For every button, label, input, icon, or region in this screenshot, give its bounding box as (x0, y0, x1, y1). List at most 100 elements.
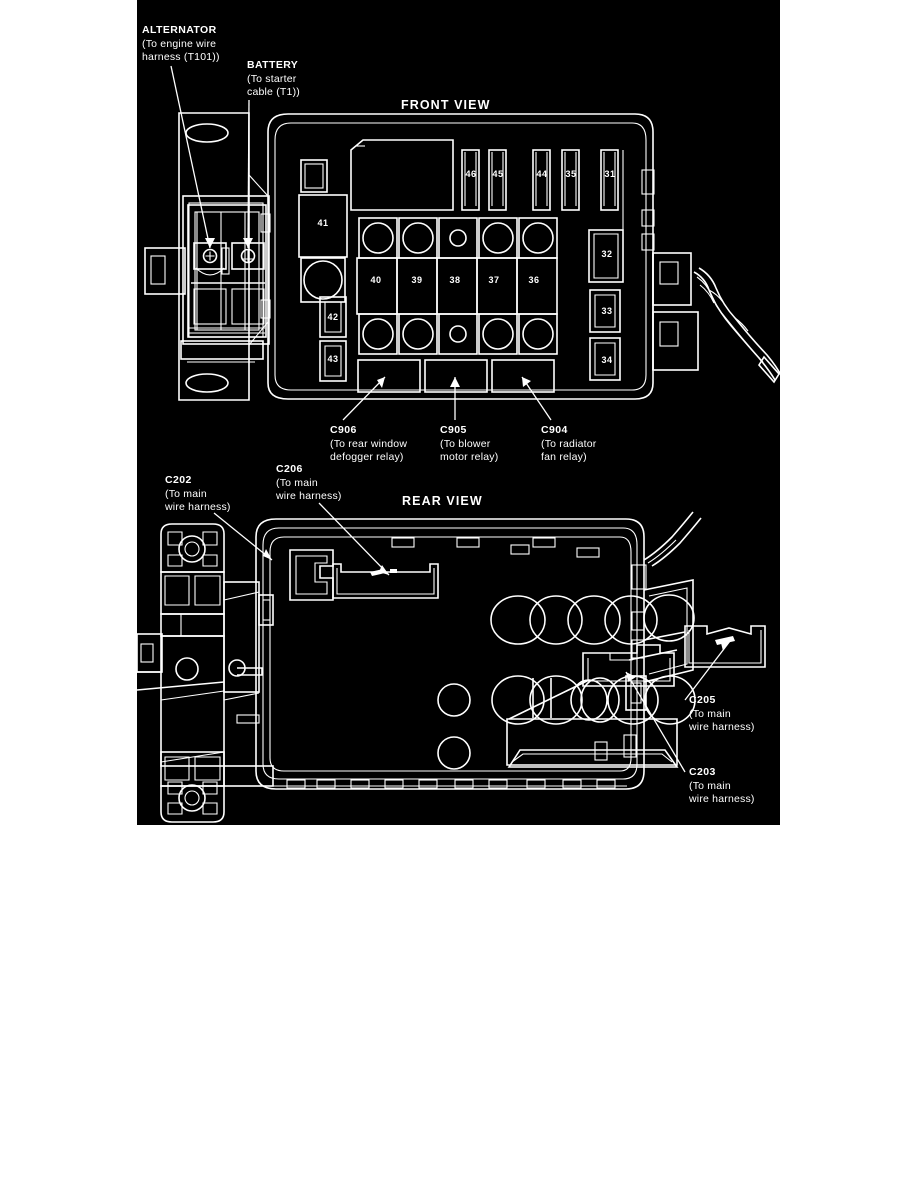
callout-c904-line2: fan relay) (541, 451, 587, 463)
callout-c905-line1: (To blower (440, 438, 491, 450)
rear-connector-c205 (684, 625, 766, 668)
leader-c202 (213, 512, 273, 561)
connector-c904-block (491, 359, 555, 393)
fuse-right-column-group (588, 150, 624, 381)
fuse-top-row (461, 149, 619, 211)
rear-left-connector (289, 549, 334, 601)
front-housing-shell (267, 113, 654, 400)
relay-label-boxes (356, 257, 558, 315)
connector-c906-block (357, 359, 421, 393)
callout-c905-line2: motor relay) (440, 451, 499, 463)
front-right-ports (641, 169, 699, 371)
diagram-artwork (136, 65, 783, 823)
callout-c906-line1: (To rear window (330, 438, 408, 450)
fuse-label-top-1: 45 (492, 169, 504, 179)
leader-c904-arrow (522, 377, 531, 387)
fuse-label-mid-0: 40 (370, 275, 382, 285)
callout-c203-line2: wire harness) (689, 793, 755, 805)
rear-bottom-tabs (272, 779, 627, 789)
leader-c904 (521, 376, 552, 421)
leader-c206-arrow (379, 565, 389, 575)
rear-relay-holes-top (490, 594, 695, 645)
callout-battery-title: BATTERY (247, 59, 299, 71)
rear-view-title: REAR VIEW (402, 494, 483, 508)
leader-c202-arrow (263, 549, 272, 560)
callout-battery-line2: cable (T1)) (247, 86, 300, 98)
rear-wire-harness (628, 511, 702, 683)
fuse-42-43-group (319, 296, 347, 382)
fuse-label-right-2: 34 (601, 355, 613, 365)
callout-c202-line2: wire harness) (165, 501, 231, 513)
callout-c904-id: C904 (541, 424, 568, 436)
leader-c205-arrow (721, 641, 730, 651)
fuse-label-mid-1: 39 (411, 275, 423, 285)
callout-c906-id: C906 (330, 424, 357, 436)
callout-c206: C206 (276, 463, 303, 476)
fuse-label-right-0: 32 (601, 249, 613, 259)
leader-c206 (318, 502, 390, 576)
fuse-label-top-2: 44 (536, 169, 548, 179)
rear-top-tabs (391, 537, 600, 558)
leader-c203-arrow (626, 672, 636, 682)
connector-c905-block (424, 359, 488, 393)
fuse-41-group (298, 159, 348, 303)
leader-c205 (684, 640, 731, 701)
fuse-label-mid-2: 38 (449, 275, 461, 285)
rear-view-group (136, 502, 766, 823)
callout-c202-id: C202 (165, 474, 192, 486)
fuse-label-left-1: 42 (327, 312, 339, 322)
front-view-group (144, 65, 783, 421)
fuse-label-mid-3: 37 (488, 275, 500, 285)
callout-c904: C904 (541, 424, 568, 437)
callout-c905-id: C905 (440, 424, 467, 436)
callout-alternator-line2: harness (T101)) (142, 51, 220, 63)
callout-c904-line1: (To radiator (541, 438, 597, 450)
rear-mounting-bracket (136, 523, 274, 823)
callout-c206-line2: wire harness) (276, 490, 342, 502)
leader-c203 (625, 671, 686, 773)
callout-battery: BATTERY (247, 59, 298, 72)
leader-c906-arrow (377, 377, 385, 388)
fuse-label-mid-4: 36 (528, 275, 540, 285)
callout-c905: C905 (440, 424, 467, 437)
callout-c206-line1: (To main (276, 477, 318, 489)
fuse-label-top-0: 46 (465, 169, 477, 179)
callout-c906-line2: defogger relay) (330, 451, 404, 463)
callout-alternator: ALTERNATOR (142, 24, 217, 37)
leader-battery (247, 99, 250, 249)
front-bottom-connectors (357, 359, 555, 393)
fuse-label-top-4: 31 (604, 169, 616, 179)
fuse-label-right-1: 33 (601, 306, 613, 316)
front-top-plate (350, 139, 454, 211)
callout-alternator-title: ALTERNATOR (142, 24, 217, 36)
rear-connector-c206 (332, 563, 439, 599)
terminal-compartment (144, 195, 270, 363)
relay-sockets-lower (358, 313, 558, 355)
relay-sockets-upper (358, 217, 558, 259)
leader-c906 (342, 376, 386, 421)
diagram-black-panel: ALTERNATOR (To engine wire harness (T101… (136, 0, 783, 825)
callout-c203-id: C203 (689, 766, 716, 778)
callout-battery-line1: (To starter (247, 73, 297, 85)
rear-housing-shell (255, 518, 645, 790)
fuse-label-left-2: 43 (327, 354, 339, 364)
callout-c206-id: C206 (276, 463, 303, 475)
callout-c205-line2: wire harness) (689, 721, 755, 733)
rear-bottom-plate (506, 679, 679, 768)
callout-c202-line1: (To main (165, 488, 207, 500)
front-wire-harness (693, 267, 783, 384)
leader-alternator (170, 65, 211, 249)
leader-c905-arrow (450, 377, 460, 387)
callout-alternator-line1: (To engine wire (142, 38, 217, 50)
fuse-label-top-3: 35 (565, 169, 577, 179)
fuse-label-left-0: 41 (317, 218, 329, 228)
callout-c203: C203 (689, 766, 716, 779)
rear-right-ports (594, 564, 647, 761)
front-view-title: FRONT VIEW (401, 98, 491, 112)
rear-relay-holes-lower (437, 675, 696, 770)
callout-c906: C906 (330, 424, 357, 437)
leader-alternator-arrow (205, 238, 215, 248)
housing-tab-2 (260, 299, 271, 319)
callout-c202: C202 (165, 474, 192, 487)
callout-c203-line1: (To main (689, 780, 731, 792)
